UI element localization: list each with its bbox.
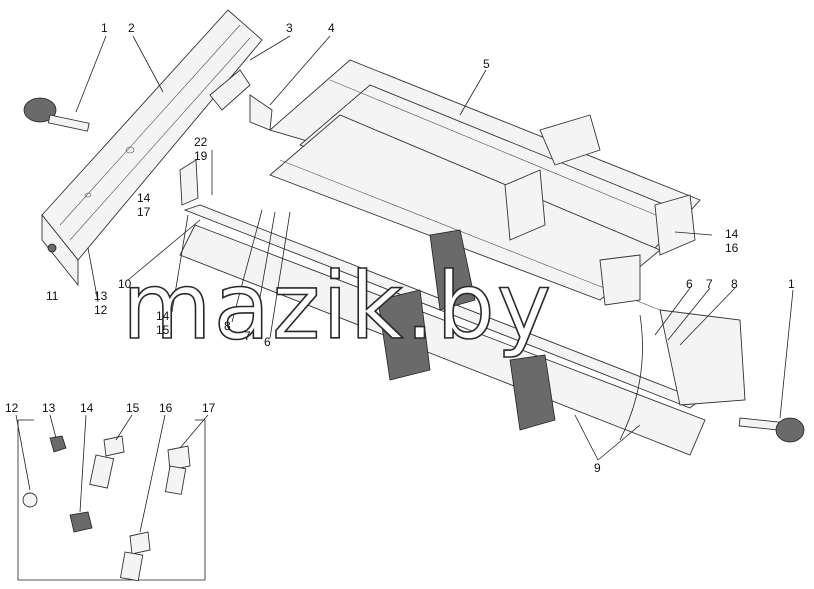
bracket-14-17 (179, 159, 199, 206)
callout-labels: 1 2 3 4 5 22 19 14 17 10 11 13 12 14 15 … (5, 21, 795, 475)
callout-8: 8 (731, 277, 738, 291)
callout-1: 1 (101, 21, 108, 35)
callout-2: 2 (128, 21, 135, 35)
callout-1: 1 (788, 277, 795, 291)
callout-6: 6 (686, 277, 693, 291)
bracket-4 (249, 94, 273, 131)
leader-lines (75, 35, 794, 461)
callout-5: 5 (483, 57, 490, 71)
left-crossbar (41, 9, 263, 287)
center-bracket (377, 229, 556, 431)
right-pin (738, 417, 805, 443)
watermark: mazik.by (122, 253, 553, 360)
callout-13: 13 (94, 289, 108, 303)
callout-13: 13 (42, 401, 56, 415)
callout-10: 10 (118, 277, 132, 291)
callout-7: 7 (706, 277, 713, 291)
callout-19: 19 (194, 149, 208, 163)
bracket-3 (209, 69, 251, 111)
callout-14: 14 (80, 401, 94, 415)
right-end-support (619, 309, 746, 441)
callout-15: 15 (156, 323, 170, 337)
callout-14: 14 (156, 309, 170, 323)
callout-12: 12 (94, 303, 108, 317)
callout-14: 14 (725, 227, 739, 241)
left-pin (23, 97, 90, 132)
main-frame (269, 59, 701, 311)
callout-16: 16 (159, 401, 173, 415)
callout-17: 17 (137, 205, 151, 219)
callout-3: 3 (286, 21, 293, 35)
callout-8: 8 (224, 319, 231, 333)
callout-9: 9 (594, 461, 601, 475)
callout-7: 7 (244, 329, 251, 343)
callout-11: 11 (46, 289, 59, 303)
hardware-inset (15, 414, 209, 582)
callout-15: 15 (126, 401, 140, 415)
callout-17: 17 (202, 401, 216, 415)
callout-16: 16 (725, 241, 739, 255)
callout-12: 12 (5, 401, 19, 415)
callout-22: 22 (194, 135, 208, 149)
callout-4: 4 (328, 21, 335, 35)
callout-6: 6 (264, 335, 271, 349)
callout-14: 14 (137, 191, 151, 205)
